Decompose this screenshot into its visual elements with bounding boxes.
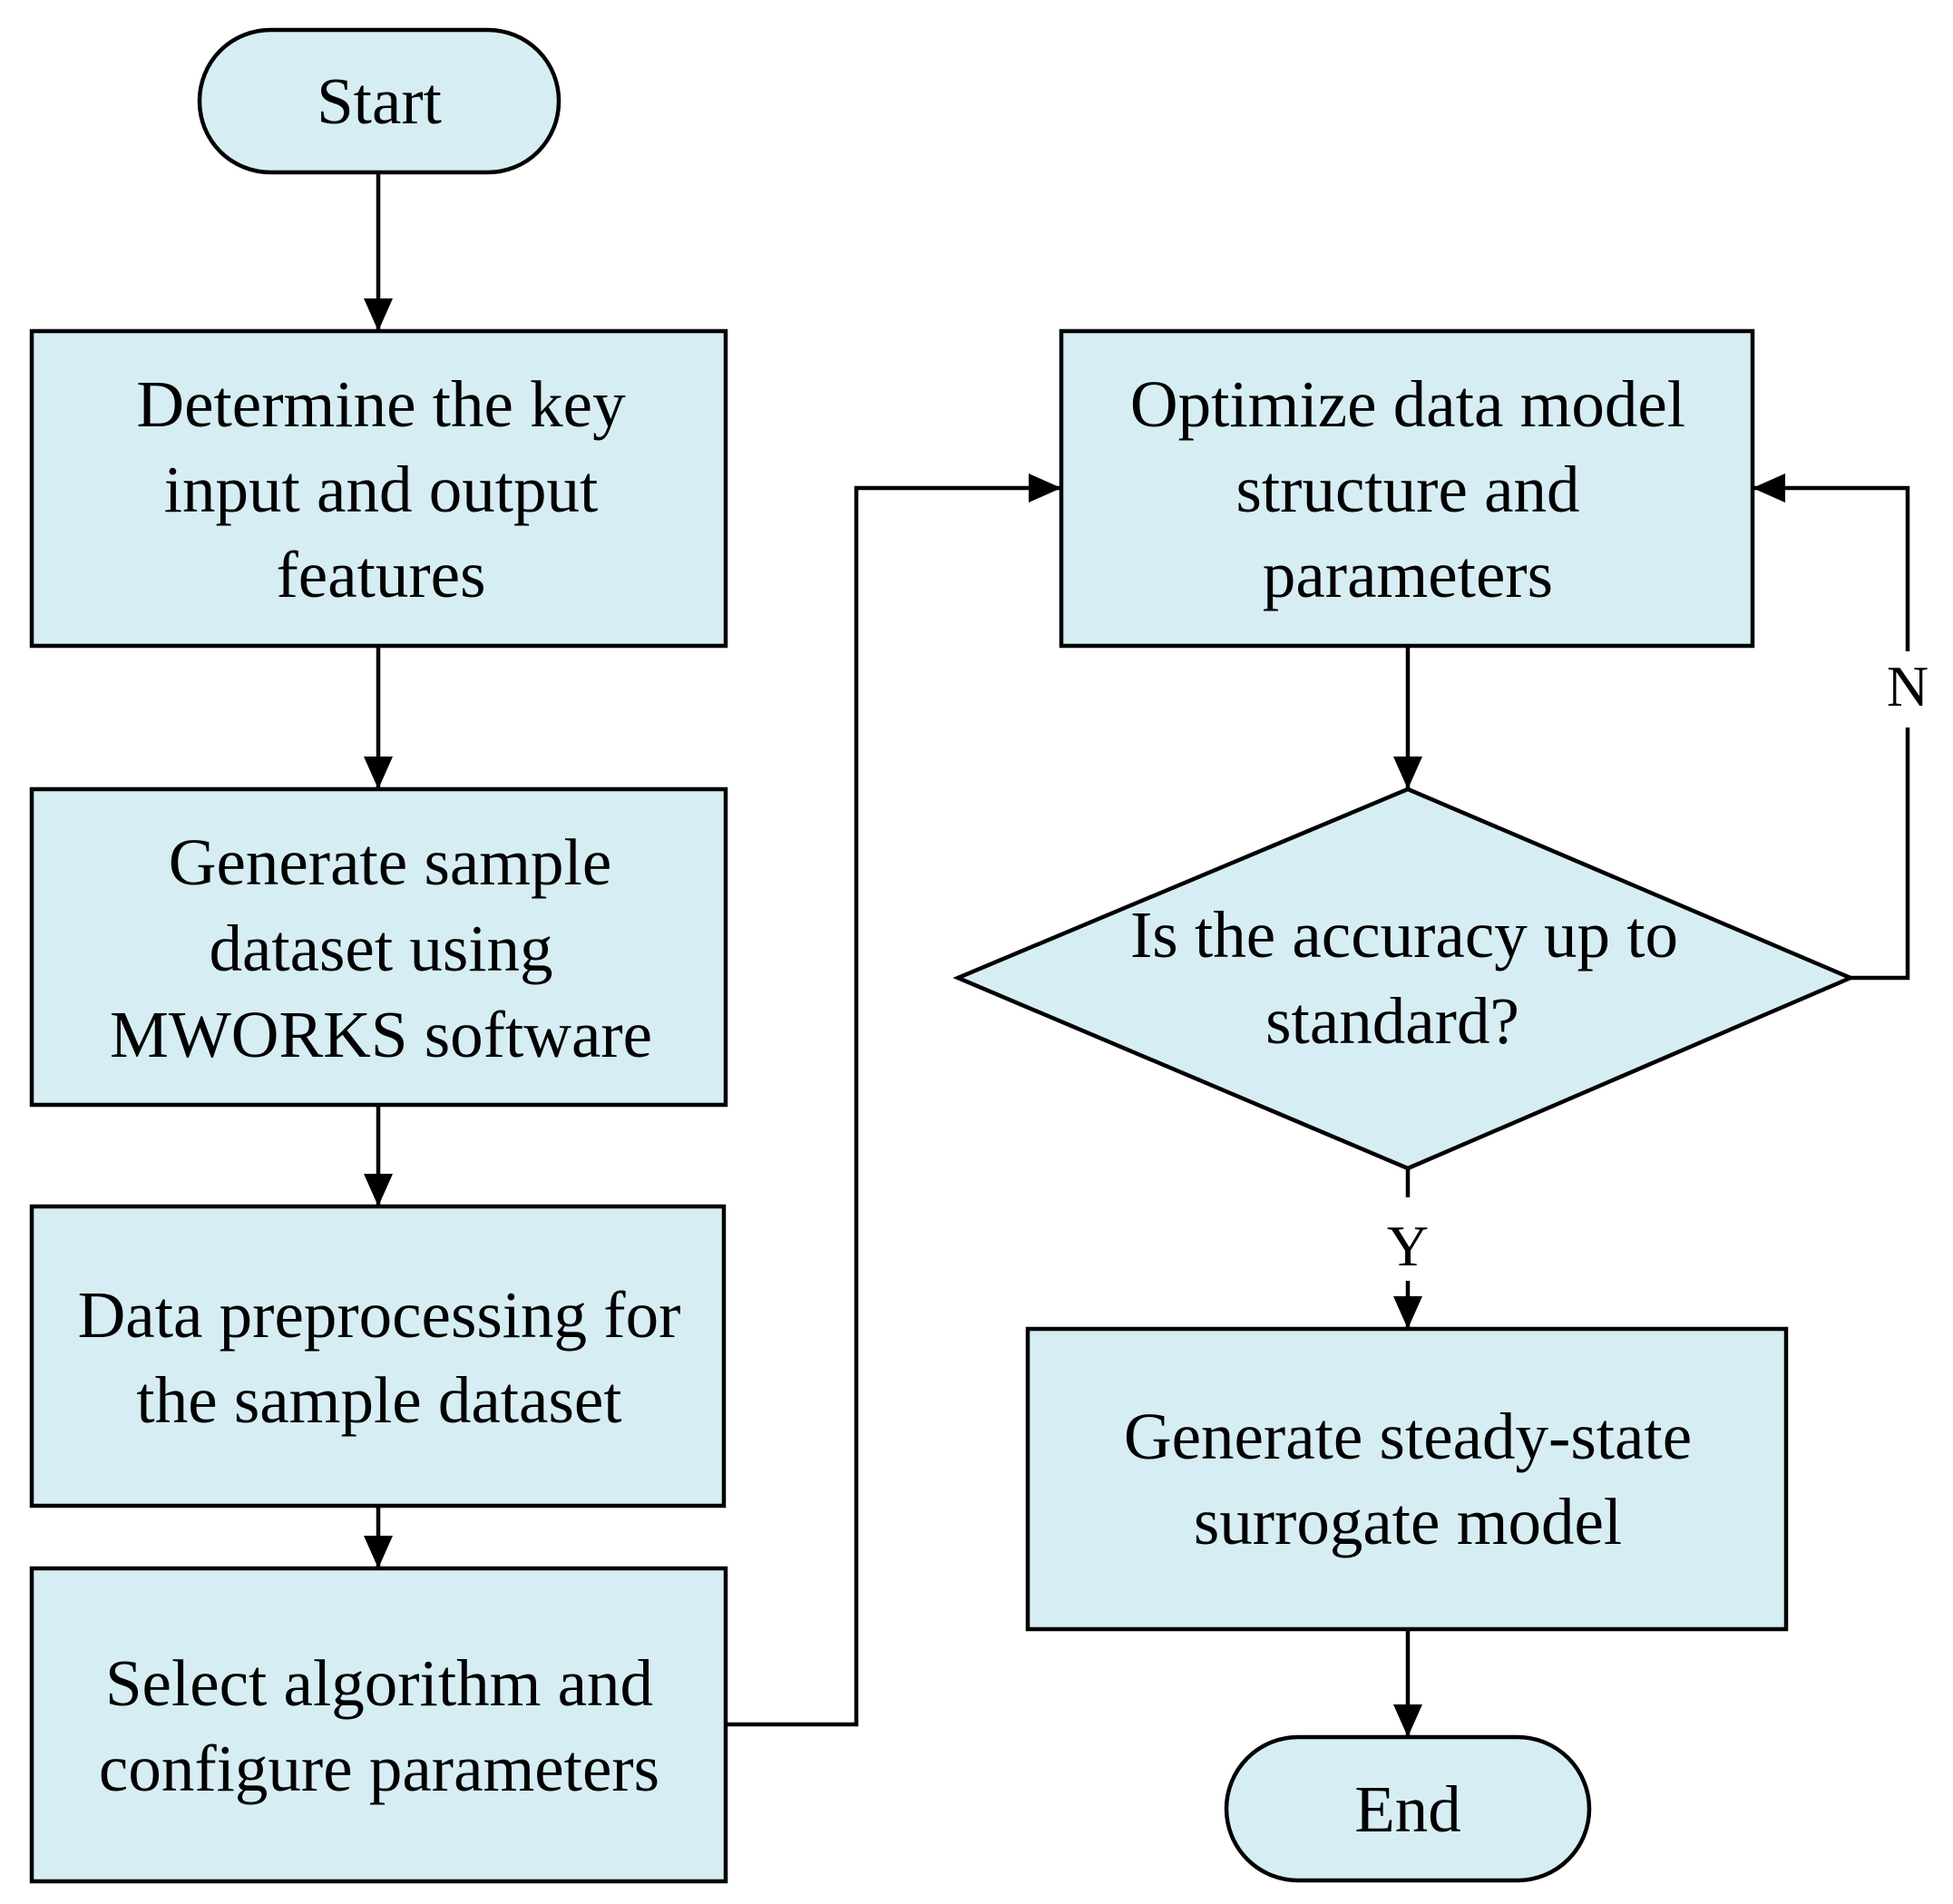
preprocessing-line-2: the sample dataset (136, 1363, 621, 1437)
edge-select-to-optimize (726, 474, 1061, 1727)
edge-label-no: N (1887, 654, 1929, 718)
nodes: Start Determine the key input and output… (29, 27, 1856, 1884)
edge-label-yes: Y (1387, 1214, 1429, 1278)
surrogate-line-2: surrogate model (1194, 1485, 1622, 1558)
generate-sample-line-3: MWORKS software (110, 998, 652, 1071)
edge-decision-no-loop-upper (1753, 474, 1910, 651)
generate-surrogate-model-box: Generate steady-state surrogate model (1025, 1326, 1789, 1632)
end-terminal: End (1224, 1734, 1592, 1883)
edges: N Y (364, 172, 1929, 1737)
decision-line-2: standard? (1265, 984, 1519, 1058)
determine-features-box: Determine the key input and output featu… (29, 328, 728, 649)
end-label: End (1354, 1772, 1461, 1846)
determine-features-line-1: Determine the key (136, 367, 626, 441)
optimize-line-3: parameters (1263, 538, 1553, 611)
determine-features-line-2: input and output (164, 453, 599, 526)
optimize-line-2: structure and (1235, 453, 1579, 526)
optimize-model-box: Optimize data model structure and parame… (1059, 328, 1755, 649)
data-preprocessing-box: Data preprocessing for the sample datase… (29, 1204, 727, 1509)
start-label: Start (317, 64, 442, 138)
optimize-line-1: Optimize data model (1130, 367, 1685, 441)
preprocessing-line-1: Data preprocessing for (78, 1278, 681, 1352)
surrogate-line-1: Generate steady-state (1124, 1400, 1692, 1473)
select-algorithm-box: Select algorithm and configure parameter… (29, 1566, 728, 1884)
generate-sample-line-2: dataset using (209, 912, 552, 985)
select-algorithm-line-2: configure parameters (99, 1732, 659, 1805)
start-terminal: Start (197, 27, 561, 175)
edge-decision-no-loop-lower (1850, 727, 1910, 981)
generate-sample-dataset-box: Generate sample dataset using MWORKS sof… (29, 786, 728, 1108)
select-algorithm-line-1: Select algorithm and (105, 1646, 653, 1720)
decision-line-1: Is the accuracy up to (1130, 898, 1678, 972)
determine-features-line-3: features (276, 538, 485, 611)
generate-sample-line-1: Generate sample (169, 825, 611, 899)
accuracy-decision-diamond: Is the accuracy up to standard? (952, 786, 1856, 1171)
